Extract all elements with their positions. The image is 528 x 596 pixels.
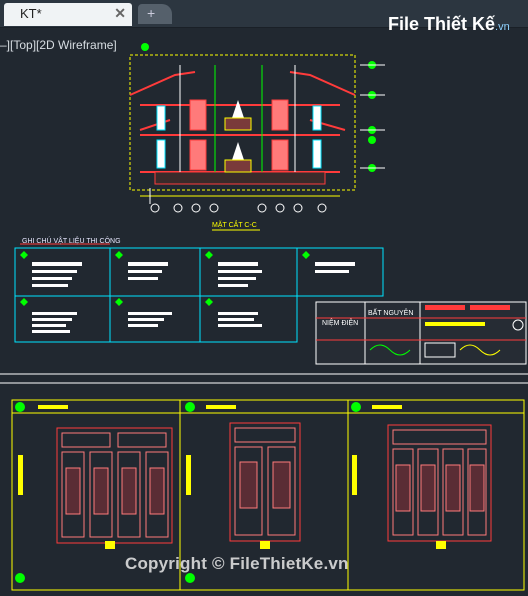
- section-title: MẶT CẮT C-C: [212, 222, 257, 229]
- notes-table: [14, 243, 384, 343]
- section-drawing: [129, 54, 356, 204]
- notes-text-lines: [32, 262, 355, 333]
- tab-bar: KT* ✕ + File Thiết Kế.vn: [0, 0, 528, 34]
- title-block: [315, 301, 527, 365]
- titleblock-small: NIỆM ĐIỆN: [322, 320, 359, 327]
- notes-title: GHI CHÚ VẬT LIỆU THI CÔNG: [22, 238, 121, 245]
- copyright-watermark: Copyright © FileThietKe.vn: [125, 554, 349, 573]
- tab-kt[interactable]: KT* ✕: [4, 3, 132, 26]
- door-3: [387, 424, 492, 542]
- tab-title: KT*: [20, 6, 42, 21]
- door-1: [56, 427, 173, 544]
- grid-markers: [150, 203, 327, 213]
- filethietke-logo: File Thiết Kế.vn: [388, 14, 510, 34]
- new-tab-button[interactable]: +: [138, 4, 172, 24]
- door-2: [229, 422, 301, 542]
- level-markers: [141, 43, 376, 172]
- plus-icon: +: [147, 5, 156, 21]
- titleblock-label: BẤT NGUYÊN: [368, 310, 414, 317]
- door-details: [11, 399, 525, 591]
- viewport-label[interactable]: –][Top][2D Wireframe]: [0, 38, 117, 52]
- close-icon[interactable]: ✕: [114, 5, 126, 21]
